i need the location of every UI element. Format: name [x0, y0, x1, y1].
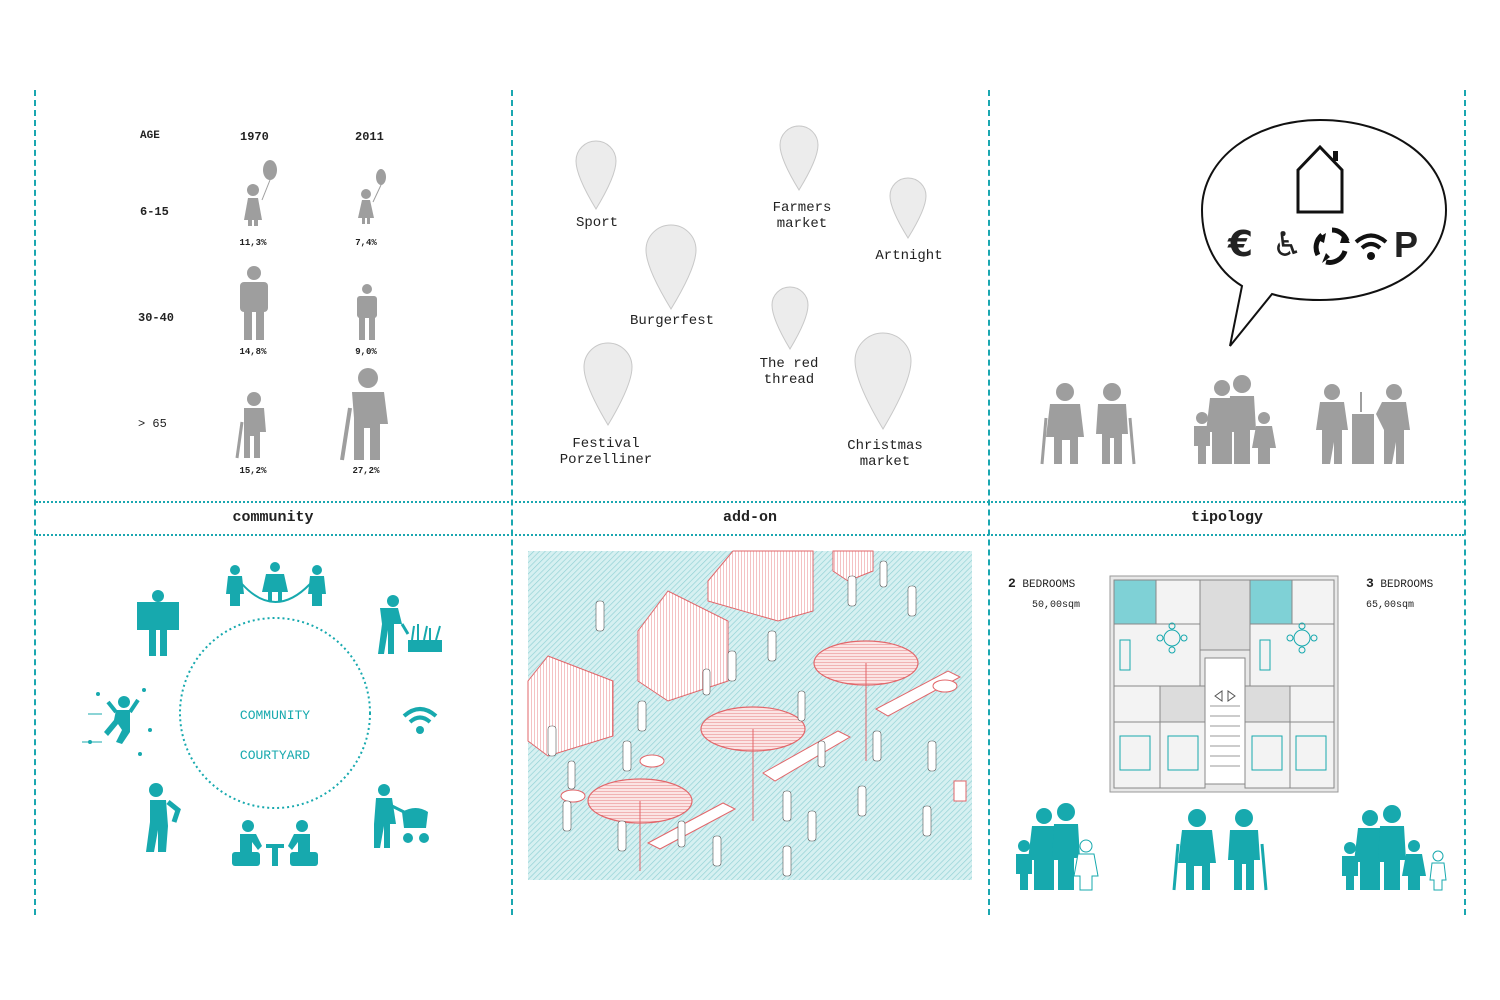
year-1970: 1970: [240, 130, 269, 144]
divider-left: [34, 90, 36, 915]
market-square-illustration: [527, 550, 972, 880]
section-title-community: community: [232, 509, 314, 526]
event-label: Christmas market: [847, 438, 923, 470]
location-pin-icon: [854, 332, 912, 430]
location-pin-icon: [575, 140, 617, 210]
elderly-cane-icon: [340, 368, 388, 461]
unit-right-area: 65,00sqm: [1366, 600, 1415, 611]
courtyard-label: COMMUNITY COURTYARD: [239, 708, 311, 763]
location-pin-icon: [889, 177, 927, 239]
gardening-icon: [378, 595, 442, 654]
event-label: The red thread: [759, 356, 819, 388]
unit-right-label: 3 BEDROOMS: [1366, 576, 1434, 591]
percent-value: 11,3%: [239, 238, 267, 248]
percent-value: 7,4%: [355, 238, 377, 248]
child-balloon-icon: [244, 160, 277, 226]
family-icon: [1016, 803, 1099, 891]
location-pin-icon: [779, 125, 819, 191]
percent-value: 14,8%: [239, 347, 267, 357]
unit-left-label: 2 BEDROOMS: [1008, 576, 1076, 591]
age-row-label: 6-15: [140, 205, 169, 219]
newspaper-reader-icon: [137, 590, 179, 656]
service-desk-icon: [1316, 384, 1410, 464]
event-label: Burgerfest: [629, 313, 714, 329]
floor-plan: [1109, 575, 1339, 793]
parking-icon: P: [1394, 224, 1419, 265]
elderly-couple-icon: [1040, 383, 1136, 465]
section-title-addon: add-on: [722, 509, 777, 526]
percent-value: 27,2%: [352, 466, 380, 476]
service-icons: € ♿ P: [1228, 225, 1428, 270]
adult-icon: [240, 266, 268, 340]
location-pin-icon: [645, 224, 697, 310]
elderly-cane-icon: [235, 392, 266, 459]
event-label: Festival Porzelliner: [559, 436, 653, 468]
speech-bubble: [1200, 118, 1448, 347]
recycle-icon: [1313, 227, 1350, 265]
family-icon: [1194, 375, 1276, 464]
climbing-icon: [82, 688, 152, 756]
title-band-bottom: [36, 534, 1464, 536]
adult-icon: [357, 284, 377, 340]
accessibility-icon: ♿: [1272, 225, 1303, 265]
percent-value: 9,0%: [355, 347, 377, 357]
saxophone-player-icon: [146, 783, 181, 852]
year-2011: 2011: [355, 130, 384, 144]
chess-players-icon: [232, 820, 318, 866]
location-pin-icon: [583, 342, 633, 426]
percent-value: 15,2%: [239, 466, 267, 476]
wifi-icon: [402, 707, 438, 734]
elderly-couple-icon: [1172, 809, 1268, 891]
title-band-top: [36, 501, 1464, 503]
event-label: Sport: [575, 215, 618, 231]
age-row-label: 30-40: [138, 311, 175, 325]
large-family-icon: [1342, 805, 1447, 891]
event-label: Artnight: [875, 248, 943, 264]
section-title-tipology: tipology: [1190, 509, 1263, 526]
courtyard-circle: [179, 617, 371, 809]
age-row-label: > 65: [138, 417, 167, 431]
euro-icon: €: [1228, 224, 1254, 265]
child-balloon-icon: [358, 169, 386, 224]
house-icon: [1296, 144, 1344, 214]
stroller-parent-icon: [374, 784, 429, 848]
wifi-icon: [1354, 233, 1388, 260]
age-header: AGE: [140, 130, 160, 142]
location-pin-icon: [771, 286, 809, 350]
jump-rope-children-icon: [226, 562, 326, 606]
event-label: Farmers market: [772, 200, 832, 232]
unit-left-area: 50,00sqm: [1032, 600, 1081, 611]
divider-right: [1464, 90, 1466, 915]
